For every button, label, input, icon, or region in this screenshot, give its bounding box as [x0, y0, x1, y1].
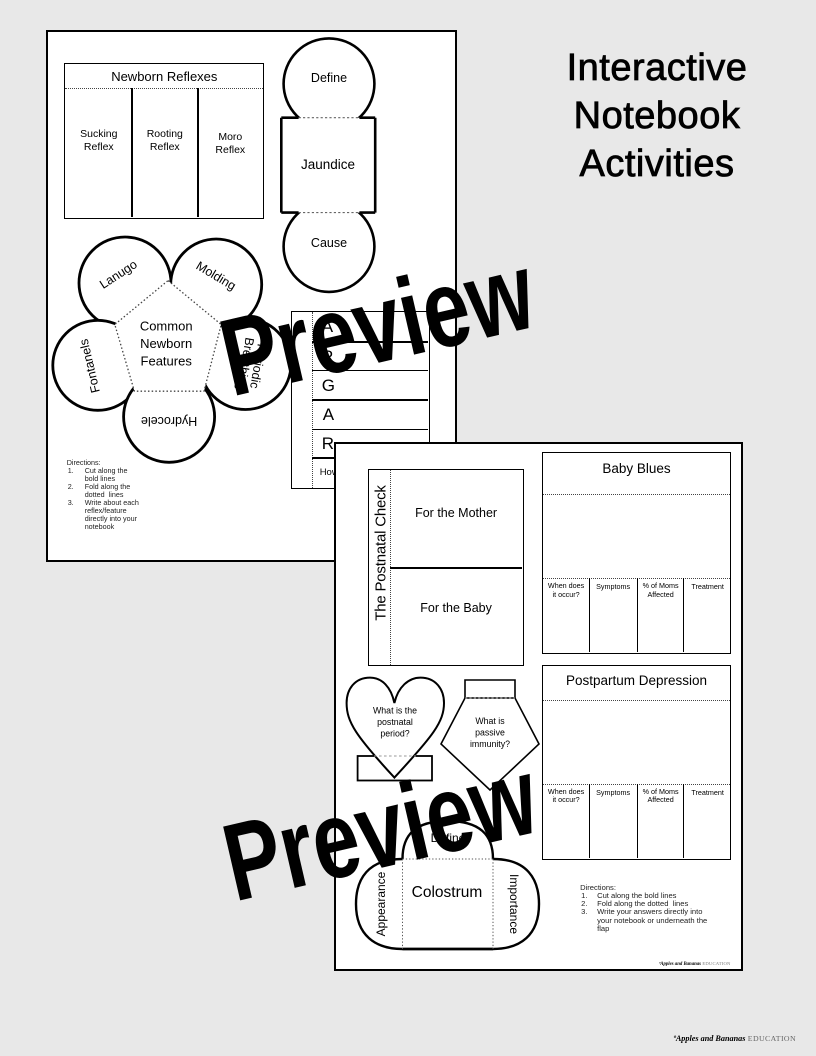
svg-text:immunity?: immunity?	[469, 739, 509, 749]
svg-text:Cause: Cause	[311, 236, 347, 250]
svg-text:Hydrocele: Hydrocele	[141, 414, 197, 428]
svg-text:Features: Features	[140, 353, 192, 368]
svg-text:passive: passive	[475, 727, 505, 737]
svg-text:Newborn: Newborn	[140, 336, 192, 351]
svg-text:Common: Common	[140, 318, 193, 333]
svg-text:Colostrum: Colostrum	[411, 884, 482, 901]
svg-text:Jaundice: Jaundice	[301, 157, 355, 172]
svg-text:Define: Define	[430, 831, 465, 845]
svg-text:What is: What is	[475, 716, 505, 726]
svg-text:Importance: Importance	[507, 873, 521, 933]
svg-text:Define: Define	[311, 71, 347, 85]
svg-text:postnatal: postnatal	[377, 717, 413, 727]
svg-text:period?: period?	[380, 728, 409, 738]
svg-text:Appearance: Appearance	[374, 871, 388, 936]
svg-text:What is the: What is the	[372, 705, 416, 715]
